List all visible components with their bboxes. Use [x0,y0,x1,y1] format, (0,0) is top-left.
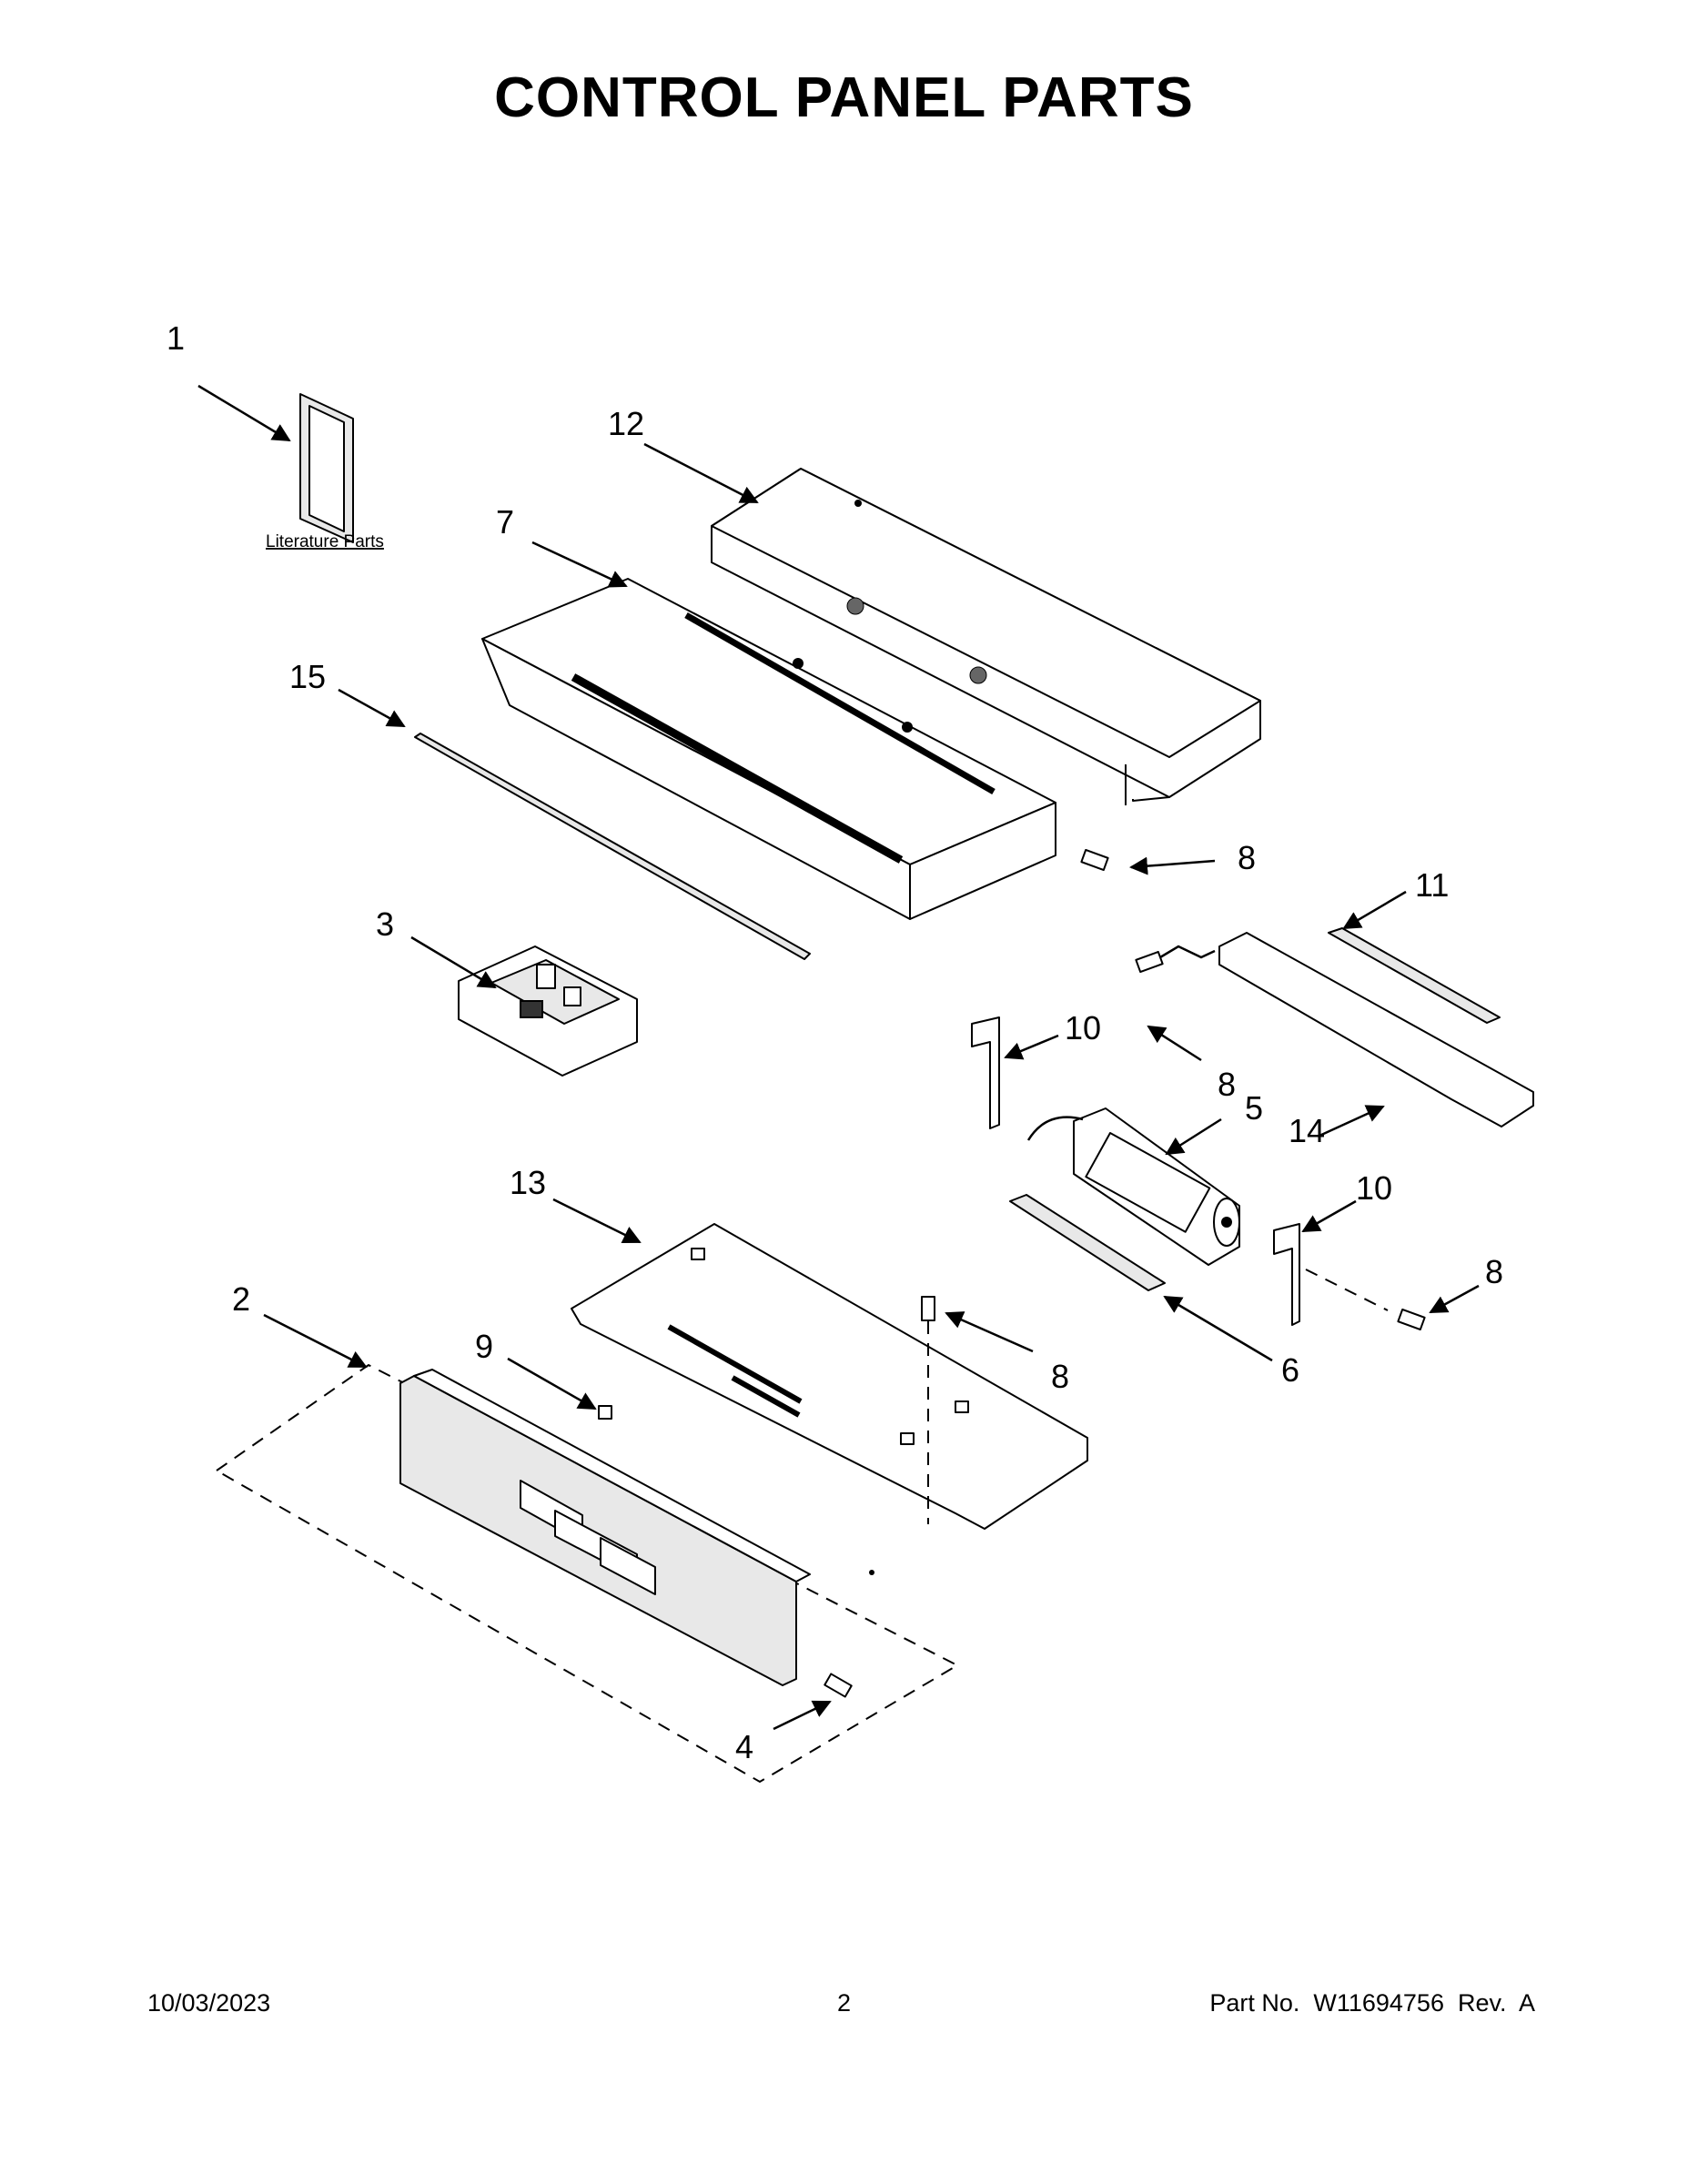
page-title: CONTROL PANEL PARTS [494,66,1194,129]
foam-strip [1009,1194,1166,1291]
callout-8-bracket: 8 [1218,1066,1236,1103]
callout-15: 15 [289,658,326,695]
callout-8-right: 8 [1485,1253,1503,1290]
callout-13: 13 [510,1164,546,1201]
callout-8-upper: 8 [1238,839,1256,876]
gasket-strip [414,733,811,960]
footer-part-number: Part No. W11694756 Rev. A [1209,1989,1535,2017]
callout-2: 2 [232,1280,250,1318]
callout-4: 4 [735,1728,753,1765]
screw [824,1673,853,1698]
screw [921,1296,935,1524]
callout-3: 3 [376,905,394,943]
blower-fan [1026,1107,1240,1266]
literature-booklet: Literature Parts [266,393,384,551]
callout-9: 9 [475,1328,493,1365]
side-bracket [971,1016,1300,1326]
callout-1: 1 [167,319,185,357]
screw [1305,1269,1426,1331]
rear-bracket [1218,927,1534,1127]
front-panel [215,1363,960,1784]
footer-page-number: 2 [836,1989,852,2017]
base-plate [571,1223,1088,1530]
callout-8-base: 8 [1051,1358,1069,1395]
screw [1080,848,1109,872]
callout-10-lower: 10 [1356,1169,1392,1207]
callout-10-upper: 10 [1065,1009,1101,1046]
callout-6: 6 [1281,1351,1299,1389]
control-board [458,945,638,1077]
trim-clip [598,1405,612,1420]
control-housing [481,578,1056,920]
leader-arrows [197,384,1480,1731]
callout-12: 12 [608,405,644,442]
screw [1135,945,1216,974]
callout-7: 7 [496,503,514,541]
callout-5: 5 [1245,1089,1263,1127]
literature-caption: Literature Parts [266,532,384,551]
footer-date: 10/03/2023 [147,1989,271,2017]
callout-14: 14 [1289,1112,1325,1149]
callout-11: 11 [1415,866,1449,904]
top-shield [711,468,1261,805]
